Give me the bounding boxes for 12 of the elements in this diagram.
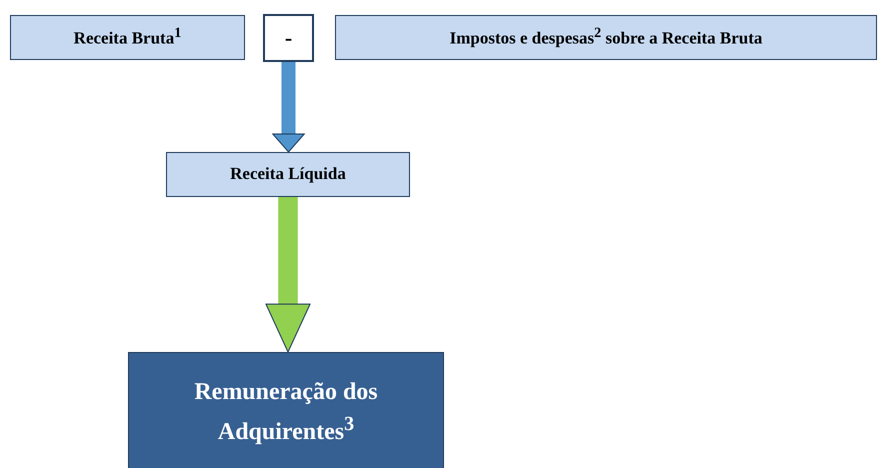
operator-symbol: - [284,24,292,52]
arrow [265,197,311,352]
operator-box [263,14,314,62]
process-box [10,15,245,60]
process-box [335,15,877,60]
result-box [128,352,444,468]
box-label: Receita Líquida [230,163,346,186]
process-box [166,152,410,197]
box-label: Impostos e despesas$^{2}$ sobre a Receita Bruta [450,24,762,50]
box-label: Remuneração dos Adquirentes$^{3}$ [193,378,379,447]
arrow [272,62,305,152]
box-label: Receita Bruta$^{1}$ [74,24,182,50]
